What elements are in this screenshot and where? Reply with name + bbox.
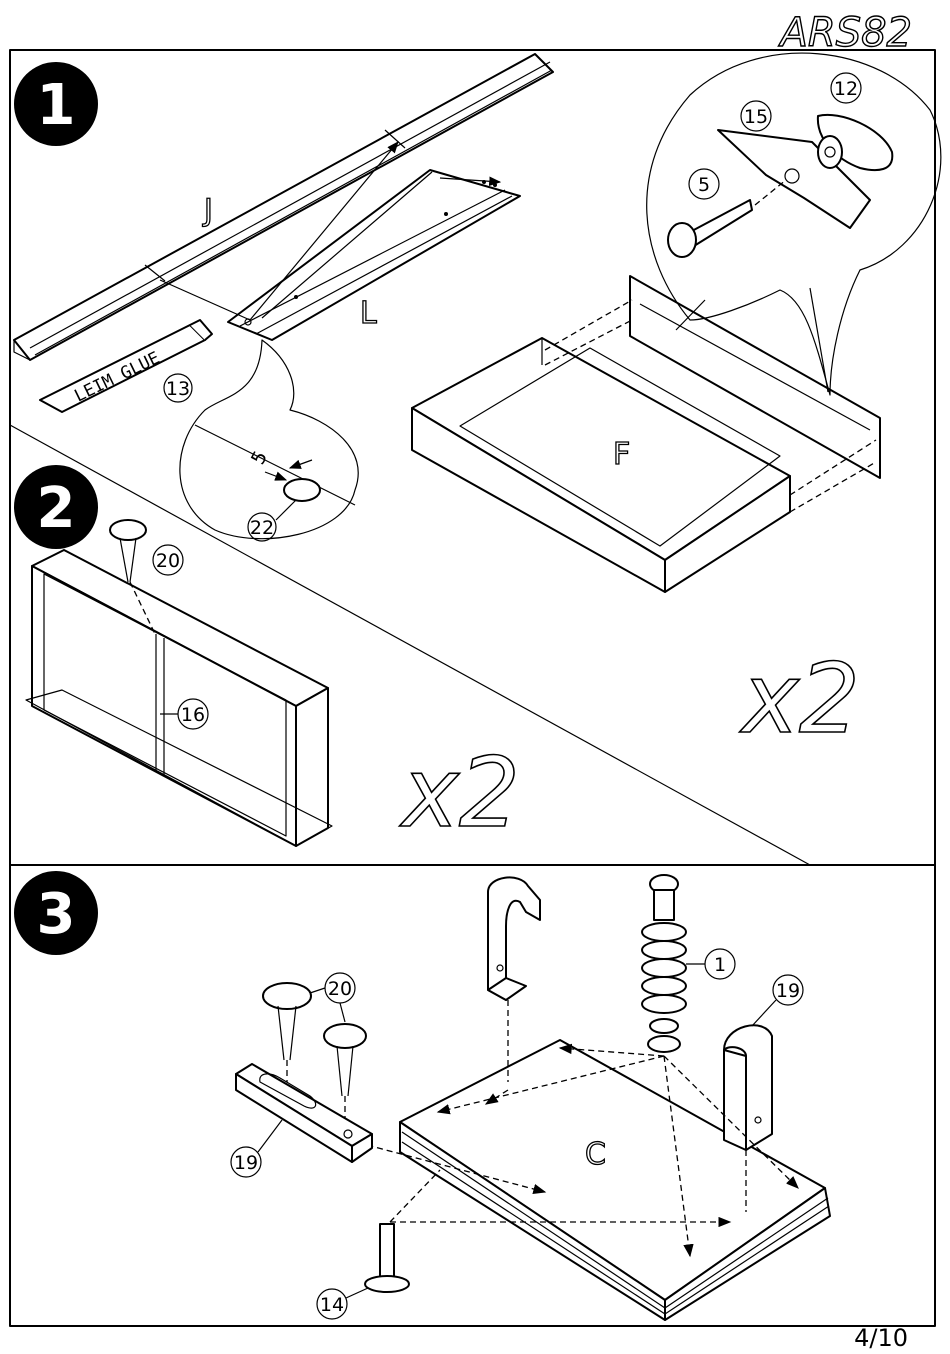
shelf-support-19-left <box>236 1064 372 1162</box>
svg-text:14: 14 <box>320 1294 344 1316</box>
callout-20-step3: 20 <box>310 973 355 1022</box>
page-number: 4/10 <box>854 1324 908 1352</box>
step2-multiplier: x2 <box>399 737 520 849</box>
callout-20-step2: 20 <box>153 545 183 575</box>
svg-text:12: 12 <box>834 78 858 100</box>
svg-text:22: 22 <box>250 517 274 539</box>
callout-14: 14 <box>317 1288 368 1319</box>
dimension-5: 5 <box>247 447 272 468</box>
step1-number: 1 <box>37 73 76 138</box>
svg-text:20: 20 <box>328 978 352 1000</box>
svg-text:19: 19 <box>776 980 800 1002</box>
step2-badge: 2 <box>14 465 98 549</box>
step3-badge: 3 <box>14 871 98 955</box>
callout-19-left: 19 <box>231 1120 282 1177</box>
callout-15: 15 <box>741 101 771 131</box>
svg-text:16: 16 <box>181 704 205 726</box>
step3-number: 3 <box>37 882 76 947</box>
callout-1: 1 <box>686 949 735 979</box>
svg-text:1: 1 <box>714 954 726 976</box>
svg-text:15: 15 <box>744 106 768 128</box>
svg-text:13: 13 <box>166 378 190 400</box>
shelf-support-19-right <box>724 1025 772 1150</box>
connector-bolt-1 <box>642 875 686 1052</box>
callout-12: 12 <box>831 73 861 103</box>
drawer-assembly-f <box>412 276 880 592</box>
dowel-detail-bubble <box>180 340 358 539</box>
cabinet-back-panel <box>26 550 332 846</box>
screw-20-step3-a <box>263 983 311 1082</box>
part-letter-c: C <box>585 1137 606 1172</box>
part-letter-f: F <box>613 437 630 472</box>
step1-multiplier: x2 <box>739 643 860 755</box>
callout-13: 13 <box>164 374 192 402</box>
svg-text:5: 5 <box>698 174 710 196</box>
hanger-bracket <box>488 877 540 1000</box>
step1-badge: 1 <box>14 62 98 146</box>
step2-number: 2 <box>37 476 76 541</box>
svg-text:20: 20 <box>156 550 180 572</box>
callout-19-right: 19 <box>752 975 803 1026</box>
bolt-14 <box>365 1224 409 1292</box>
svg-text:19: 19 <box>234 1152 258 1174</box>
part-letter-l: L <box>360 296 377 331</box>
part-letter-j: J <box>202 193 213 228</box>
callout-22: 22 <box>248 500 296 541</box>
callout-5: 5 <box>689 169 719 199</box>
